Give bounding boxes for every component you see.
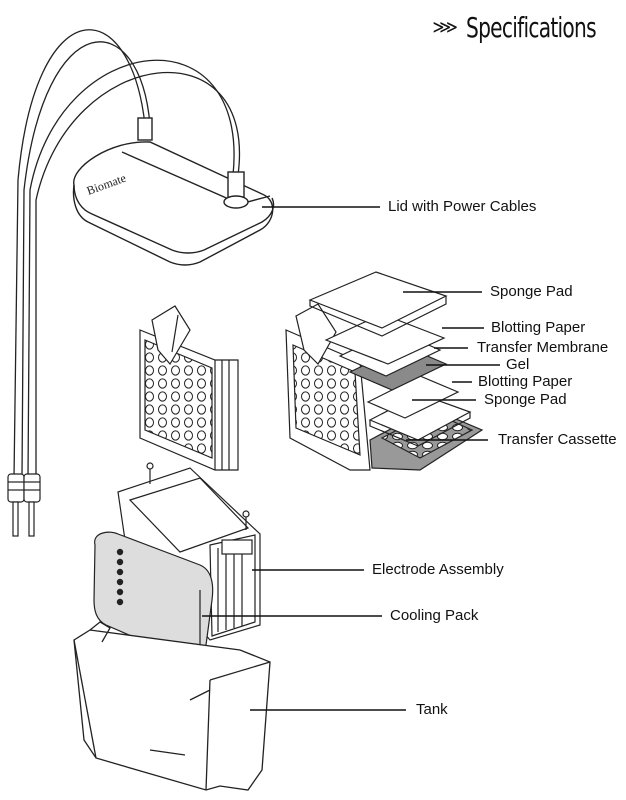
label-gel: Gel xyxy=(506,356,530,373)
label-tank: Tank xyxy=(416,701,448,718)
label-electrode-assembly: Electrode Assembly xyxy=(372,561,504,578)
label-lid: Lid with Power Cables xyxy=(388,198,537,215)
page-header: ⋙ Specifications xyxy=(432,6,616,48)
tank xyxy=(73,621,271,791)
leader-lines xyxy=(202,206,500,711)
label-cooling-pack: Cooling Pack xyxy=(390,607,479,624)
electrode-assembly xyxy=(117,462,261,641)
label-blotting-paper-top: Blotting Paper xyxy=(491,319,586,336)
power-cables xyxy=(13,29,241,479)
label-sponge-pad-top: Sponge Pad xyxy=(490,283,573,300)
lid xyxy=(72,117,275,266)
label-blotting-paper-bottom: Blotting Paper xyxy=(478,373,573,390)
label-transfer-membrane: Transfer Membrane xyxy=(477,339,609,356)
label-transfer-cassette: Transfer Cassette xyxy=(498,431,617,448)
blotting-stack xyxy=(285,271,484,471)
cassette-closed xyxy=(139,305,239,471)
label-sponge-pad-bottom: Sponge Pad xyxy=(484,391,567,408)
header-arrow-icon: ⋙ xyxy=(432,16,458,38)
page-title: Specifications xyxy=(466,10,597,44)
banana-plugs xyxy=(7,473,41,537)
